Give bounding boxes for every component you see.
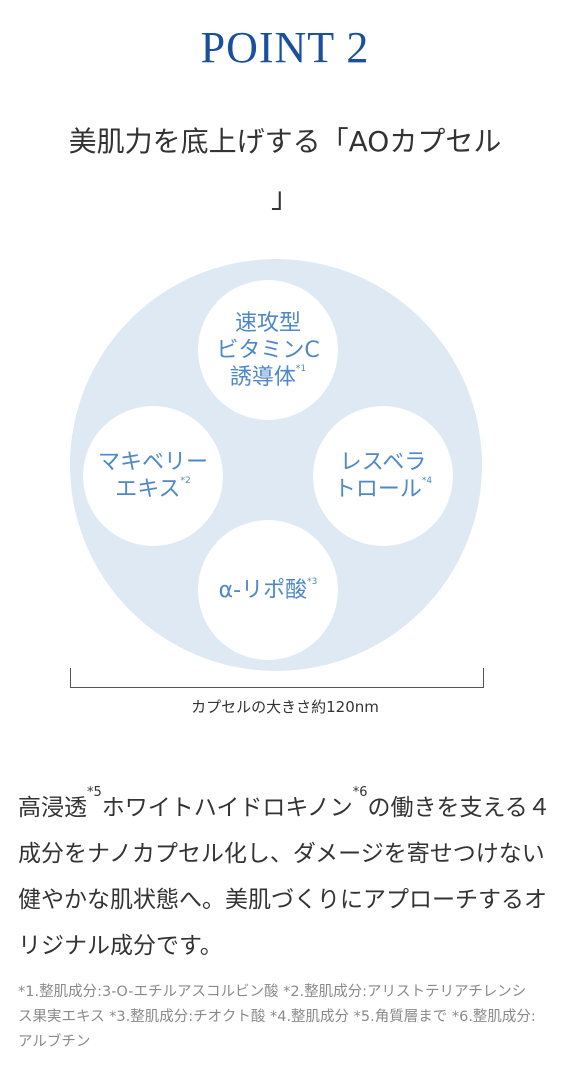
ingredient-label: 誘導体*1: [229, 363, 307, 390]
ingredient-label: 速攻型: [234, 310, 301, 336]
footnote-marker: *6: [352, 785, 368, 800]
section-heading: 美肌力を底上げする「AOカプセル: [68, 125, 502, 158]
ingredient-label: エキス*2: [115, 476, 191, 502]
ingredient-resveratrol: レスベラ トロール*4: [313, 406, 453, 546]
ingredient-vitamin-c: 速攻型 ビタミンC 誘導体*1: [198, 280, 338, 420]
capsule-size-label: カプセルの大きさ約120nm: [191, 698, 379, 716]
footnote-marker: *5: [87, 785, 102, 800]
footnote-marker: *4: [421, 476, 433, 486]
ingredient-label: トロール*4: [333, 476, 433, 502]
ingredient-label: レスベラ: [339, 450, 427, 475]
point-title: POINT 2: [200, 23, 370, 72]
ingredient-label: ビタミンC: [216, 337, 320, 363]
footnote-marker: *3: [307, 576, 318, 587]
footnotes: *1.整肌成分:3-O-エチルアスコルビン酸 *2.整肌成分:アリストテリアチレ…: [18, 984, 536, 1050]
footnote-marker: *1: [295, 363, 307, 374]
size-bracket: [70, 668, 484, 688]
description-text: 高浸透*5ホワイトハイドロキノン*6の働きを支える４成分をナノカプセル化し、ダメ…: [18, 785, 551, 959]
footnote-marker: *2: [180, 476, 191, 486]
ingredient-maqui-berry: マキベリー エキス*2: [83, 406, 223, 546]
section-heading-continued: 」: [270, 181, 299, 214]
ingredient-lipoic-acid: α-リポ酸*3: [198, 520, 338, 660]
ingredient-label: α-リポ酸*3: [218, 576, 318, 603]
ingredient-label: マキベリー: [97, 450, 208, 475]
